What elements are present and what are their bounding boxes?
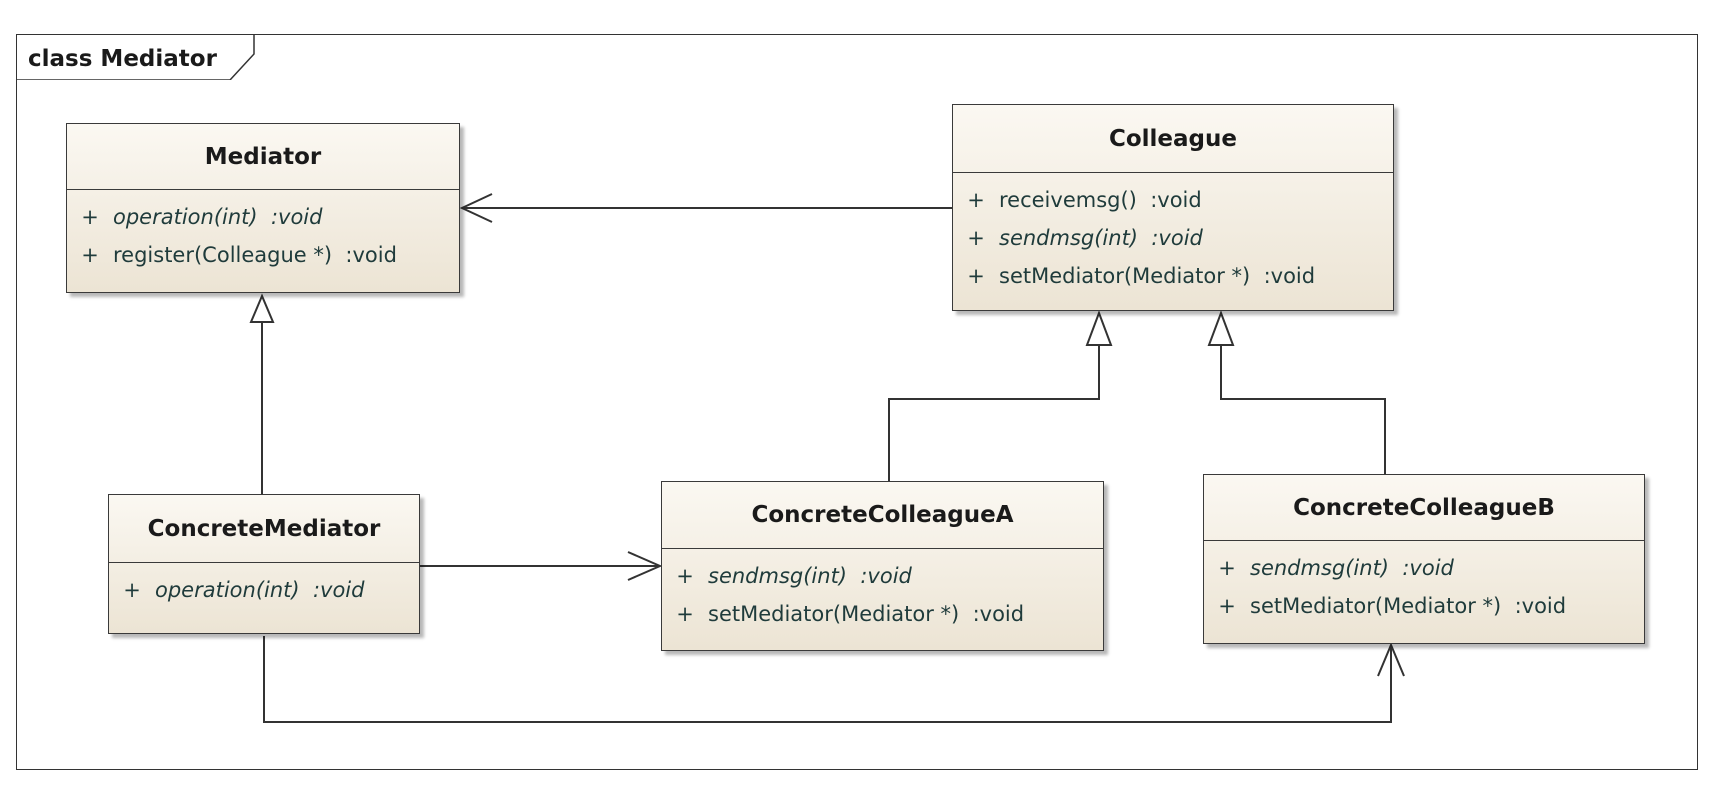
operation-row: + receivemsg() :void (953, 181, 1393, 219)
operation-signature: sendmsg(int) :void (1250, 556, 1454, 580)
visibility-marker: + (1218, 556, 1236, 580)
operations-list: + operation(int) :void (109, 563, 419, 609)
association-concretemediator-concretecolleaguea (420, 551, 663, 581)
operations-list: + sendmsg(int) :void + setMediator(Media… (662, 549, 1103, 633)
generalization-concretemediator-mediator (249, 293, 275, 494)
class-mediator[interactable]: Mediator + operation(int) :void + regist… (66, 123, 460, 293)
operation-signature: setMediator(Mediator *) :void (999, 264, 1316, 288)
class-concrete-colleague-b[interactable]: ConcreteColleagueB + sendmsg(int) :void … (1203, 474, 1645, 644)
class-name: ConcreteColleagueA (662, 482, 1103, 549)
visibility-marker: + (81, 205, 99, 229)
class-concrete-mediator[interactable]: ConcreteMediator + operation(int) :void (108, 494, 420, 634)
visibility-marker: + (967, 188, 985, 212)
class-name: ConcreteMediator (109, 495, 419, 563)
operation-signature: register(Colleague *) :void (113, 243, 397, 267)
operation-signature: operation(int) :void (155, 578, 365, 602)
class-colleague[interactable]: Colleague + receivemsg() :void + sendmsg… (952, 104, 1394, 311)
generalization-concretecolleagueb-colleague (1207, 310, 1386, 474)
operation-row: + setMediator(Mediator *) :void (953, 257, 1393, 295)
association-colleague-mediator (459, 193, 955, 223)
class-name: Colleague (953, 105, 1393, 173)
class-name: Mediator (67, 124, 459, 190)
operations-list: + sendmsg(int) :void + setMediator(Media… (1204, 541, 1644, 625)
operation-signature: setMediator(Mediator *) :void (708, 602, 1025, 626)
visibility-marker: + (1218, 594, 1236, 618)
operation-row: + operation(int) :void (109, 571, 419, 609)
operation-signature: receivemsg() :void (999, 188, 1202, 212)
visibility-marker: + (967, 264, 985, 288)
operation-signature: operation(int) :void (113, 205, 323, 229)
operation-row: + setMediator(Mediator *) :void (662, 595, 1103, 633)
visibility-marker: + (967, 226, 985, 250)
generalization-concretecolleaguea-colleague (888, 310, 1113, 481)
class-name: ConcreteColleagueB (1204, 475, 1644, 541)
operation-row: + sendmsg(int) :void (953, 219, 1393, 257)
frame-title: class Mediator (28, 46, 217, 72)
operation-row: + register(Colleague *) :void (67, 236, 459, 274)
visibility-marker: + (676, 564, 694, 588)
operation-signature: sendmsg(int) :void (708, 564, 912, 588)
visibility-marker: + (676, 602, 694, 626)
diagram-frame (16, 34, 1698, 770)
operation-row: + sendmsg(int) :void (662, 557, 1103, 595)
operations-list: + operation(int) :void + register(Collea… (67, 190, 459, 274)
frame-label-tab (16, 34, 255, 80)
operation-row: + operation(int) :void (67, 198, 459, 236)
association-concretemediator-concretecolleagueb (263, 636, 1405, 723)
operation-signature: sendmsg(int) :void (999, 226, 1203, 250)
class-concrete-colleague-a[interactable]: ConcreteColleagueA + sendmsg(int) :void … (661, 481, 1104, 651)
visibility-marker: + (81, 243, 99, 267)
operation-signature: setMediator(Mediator *) :void (1250, 594, 1567, 618)
visibility-marker: + (123, 578, 141, 602)
operations-list: + receivemsg() :void + sendmsg(int) :voi… (953, 173, 1393, 295)
operation-row: + setMediator(Mediator *) :void (1204, 587, 1644, 625)
operation-row: + sendmsg(int) :void (1204, 549, 1644, 587)
